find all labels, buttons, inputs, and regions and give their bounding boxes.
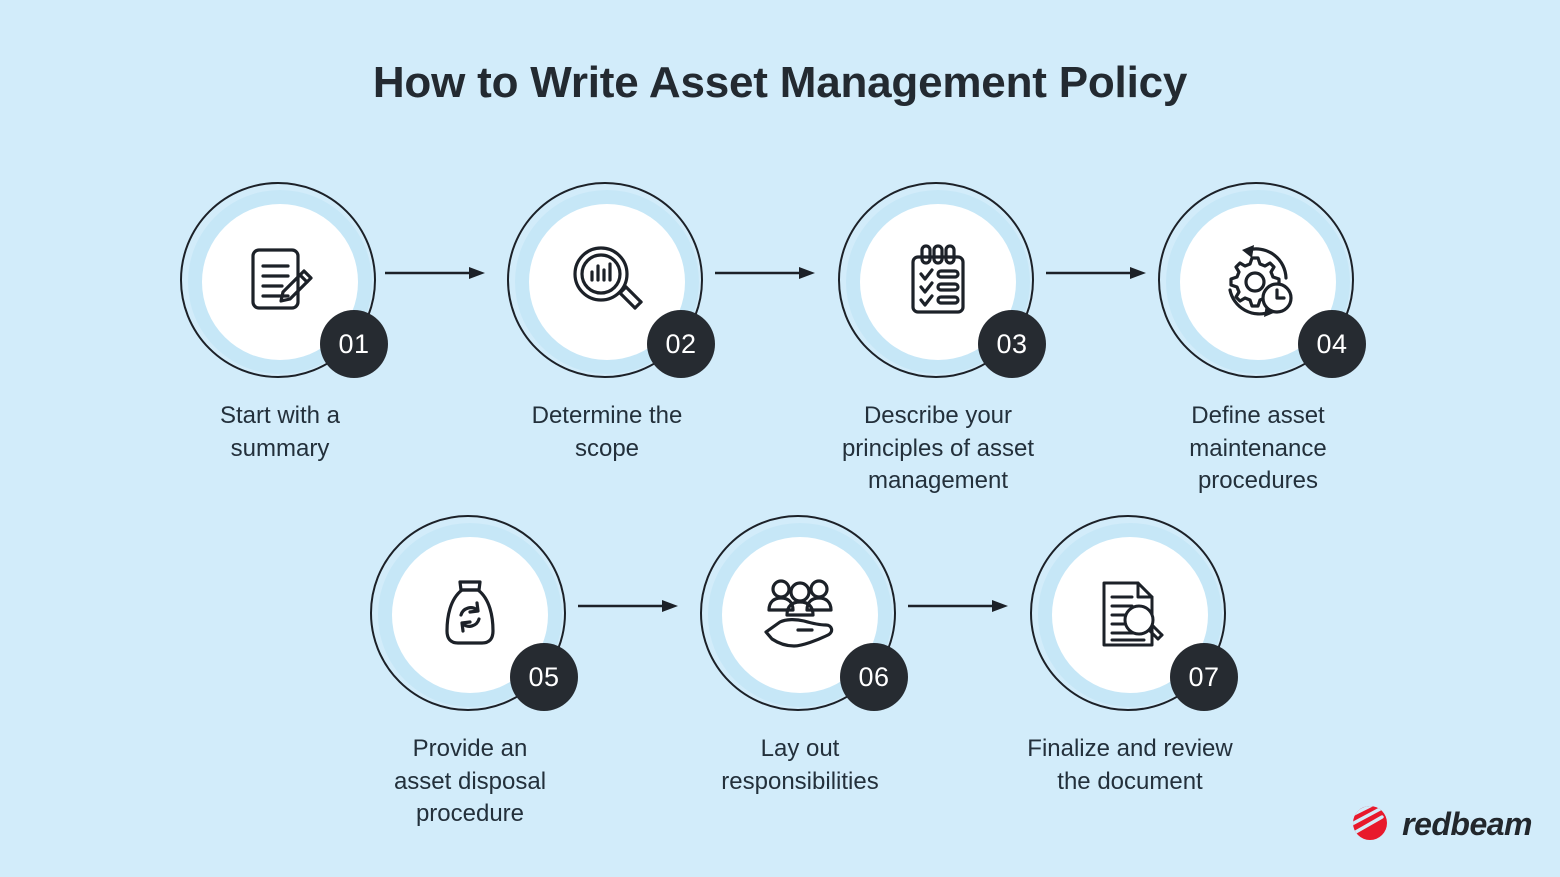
step-badge-04: 04 xyxy=(1298,310,1366,378)
arrow-05-to-06 xyxy=(578,599,678,613)
step-label-03: Describe your principles of asset manage… xyxy=(841,402,1035,495)
step-label-05: Provide an asset disposal procedure xyxy=(393,735,547,828)
step-badge-05: 05 xyxy=(510,643,578,711)
step-circle-07: 07 xyxy=(1030,515,1238,715)
step-label-06: Lay out responsibilities xyxy=(721,735,879,795)
arrow-01-to-02 xyxy=(385,266,485,280)
document-magnifier-icon xyxy=(1088,573,1172,657)
step-circle-04: 04 xyxy=(1158,182,1366,382)
disposal-bag-recycle-icon xyxy=(428,573,512,657)
redbeam-wordmark: redbeam xyxy=(1402,806,1532,842)
page-title: How to Write Asset Management Policy xyxy=(372,58,1188,107)
step-badge-06: 06 xyxy=(840,643,908,711)
arrow-03-to-04 xyxy=(1046,266,1146,280)
arrow-06-to-07 xyxy=(908,599,1008,613)
circle-outer-ring xyxy=(838,182,1034,378)
step-circle-01: 01 xyxy=(180,182,388,382)
circle-outer-ring xyxy=(1158,182,1354,378)
step-card-07: 07 Finalize and review the document xyxy=(1020,515,1240,798)
step-circle-02: 02 xyxy=(507,182,715,382)
circle-outer-ring xyxy=(1030,515,1226,711)
checklist-notepad-icon xyxy=(896,240,980,324)
magnifier-bar-chart-icon xyxy=(565,240,649,324)
step-circle-05: 05 xyxy=(370,515,578,715)
document-pencil-icon xyxy=(238,240,322,324)
step-label-02: Determine the scope xyxy=(531,402,683,462)
step-label-01: Start with a summary xyxy=(219,402,341,462)
arrow-02-to-03 xyxy=(715,266,815,280)
circle-outer-ring xyxy=(700,515,896,711)
circle-white-fill xyxy=(202,204,358,360)
circle-outer-ring xyxy=(180,182,376,378)
step-circle-03: 03 xyxy=(838,182,1046,382)
circle-outer-ring xyxy=(370,515,566,711)
step-badge-01: 01 xyxy=(320,310,388,378)
step-circle-06: 06 xyxy=(700,515,908,715)
step-label-04: Define asset maintenance procedures xyxy=(1189,402,1327,495)
people-on-hand-icon xyxy=(756,575,844,655)
step-badge-03: 03 xyxy=(978,310,1046,378)
step-badge-07: 07 xyxy=(1170,643,1238,711)
step-card-05: 05 Provide an asset disposal procedure xyxy=(360,515,580,831)
step-badge-02: 02 xyxy=(647,310,715,378)
redbeam-sphere-icon xyxy=(1348,800,1392,849)
step-card-01: 01 Start with a summary xyxy=(170,182,390,465)
step-card-06: 06 Lay out responsibilities xyxy=(690,515,910,798)
gear-clock-cycle-icon xyxy=(1214,238,1302,326)
circle-outer-ring xyxy=(507,182,703,378)
redbeam-logo: redbeam xyxy=(1348,800,1532,849)
step-card-02: 02 Determine the scope xyxy=(497,182,717,465)
step-label-07: Finalize and review the document xyxy=(1027,735,1233,795)
step-card-04: 04 Define asset maintenance procedures xyxy=(1148,182,1368,498)
step-card-03: 03 Describe your principles of asset man… xyxy=(828,182,1048,498)
